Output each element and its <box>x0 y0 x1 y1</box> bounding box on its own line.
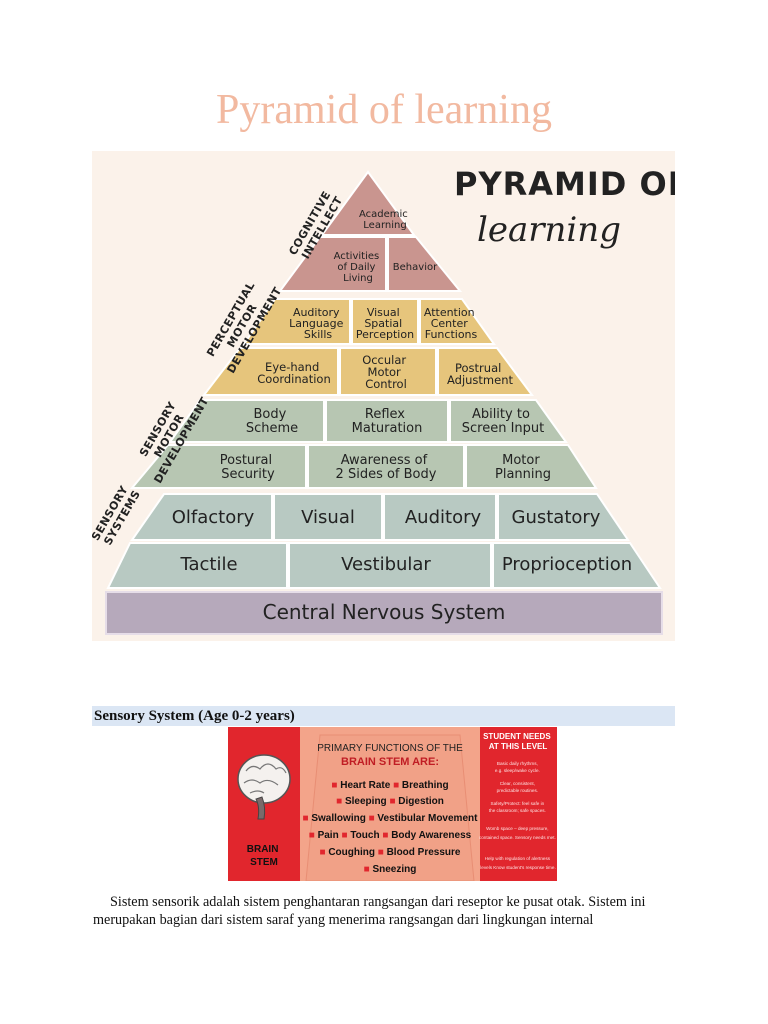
brain-function-row-4: ■ Pain ■ Touch ■ Body Awareness <box>309 830 472 841</box>
block-eye-hand <box>201 347 339 396</box>
block-motor-planning <box>465 444 598 489</box>
label-auditory-language: Auditory Language Skills <box>289 306 347 341</box>
block-proprioception <box>492 542 662 589</box>
label-tactile: Tactile <box>179 554 237 575</box>
block-auditory-language <box>242 298 351 345</box>
block-postural-security <box>129 444 307 489</box>
section-heading-bar: Sensory System (Age 0-2 years) <box>92 706 675 726</box>
pyramid-heading-bottom: learning <box>477 210 621 250</box>
label-visual-spatial: Visual Spatial Perception <box>356 306 414 341</box>
block-academic-learning <box>320 170 416 236</box>
brain-stem-figure: BRAIN STEM PRIMARY FUNCTIONS OF THE BRAI… <box>228 727 557 881</box>
block-two-sides <box>307 444 465 489</box>
label-auditory: Auditory <box>405 507 482 528</box>
label-reflex: Reflex Maturation <box>352 407 423 436</box>
label-occular-motor: Occular Motor Control <box>362 353 410 391</box>
block-tactile <box>106 542 288 589</box>
brain-function-row-5: ■ Coughing ■ Blood Pressure <box>319 847 460 858</box>
block-gustatory <box>497 493 630 541</box>
block-daily-living <box>278 236 387 292</box>
label-postural-security: Postural Security <box>220 453 277 482</box>
section-heading: Sensory System (Age 0-2 years) <box>94 708 295 724</box>
label-behavior: Behavior <box>393 262 438 273</box>
brain-function-row-1: ■ Heart Rate ■ Breathing <box>331 780 448 791</box>
label-academic-learning: Academic Learning <box>359 209 411 231</box>
label-proprioception: Proprioception <box>502 554 632 575</box>
pyramid-of-learning-figure: PYRAMID OF learning Acade <box>92 151 675 641</box>
label-body-scheme: Body Scheme <box>246 407 298 436</box>
block-occular-motor <box>339 347 437 396</box>
block-visual <box>273 493 383 541</box>
label-screen-input: Ability to Screen Input <box>462 407 545 436</box>
block-postrual-adjustment <box>437 347 534 396</box>
student-needs-notes: Basic daily rhythms, e.g. sleep/wake cyc… <box>479 761 557 870</box>
label-central-nervous-system: Central Nervous System <box>263 600 506 624</box>
block-behavior <box>387 236 463 292</box>
block-screen-input <box>449 399 568 443</box>
label-postrual-adjustment: Postrual Adjustment <box>447 361 514 387</box>
body-paragraph: Sistem sensorik adalah sistem penghantar… <box>93 894 646 929</box>
brain-stem-right-panel <box>480 727 557 881</box>
label-eye-hand: Eye-hand Coordination <box>257 360 331 386</box>
label-visual: Visual <box>301 507 355 528</box>
page-title: Pyramid of learning <box>216 87 552 133</box>
brain-function-row-2: ■ Sleeping ■ Digestion <box>336 796 444 807</box>
block-olfactory <box>130 493 273 541</box>
block-attention <box>419 298 496 345</box>
label-attention: Attention Center Functions <box>424 306 478 341</box>
brain-function-row-6: ■ Sneezing <box>364 864 417 875</box>
brain-stem-trapezoid <box>305 734 475 881</box>
label-motor-planning: Motor Planning <box>495 453 551 482</box>
block-visual-spatial <box>351 298 419 345</box>
brain-stem-left-label: BRAIN STEM <box>247 844 281 868</box>
label-vestibular: Vestibular <box>341 554 431 575</box>
block-central-nervous-system <box>105 591 663 635</box>
brain-icon <box>237 754 291 820</box>
block-body-scheme <box>168 399 325 443</box>
brain-function-row-3: ■ Swallowing ■ Vestibular Movement <box>303 813 479 824</box>
label-daily-living: Activities of Daily Living <box>334 251 383 284</box>
brain-stem-title-2: BRAIN STEM ARE: <box>341 756 439 768</box>
pyramid-heading-top: PYRAMID OF <box>454 165 675 203</box>
block-auditory <box>383 493 497 541</box>
label-olfactory: Olfactory <box>172 507 255 528</box>
block-vestibular <box>288 542 492 589</box>
label-two-sides: Awareness of 2 Sides of Body <box>336 453 437 482</box>
brain-stem-title-1: PRIMARY FUNCTIONS OF THE <box>317 743 463 754</box>
student-needs-title: STUDENT NEEDS AT THIS LEVEL <box>483 732 553 751</box>
block-reflex <box>325 399 449 443</box>
label-gustatory: Gustatory <box>512 507 601 528</box>
